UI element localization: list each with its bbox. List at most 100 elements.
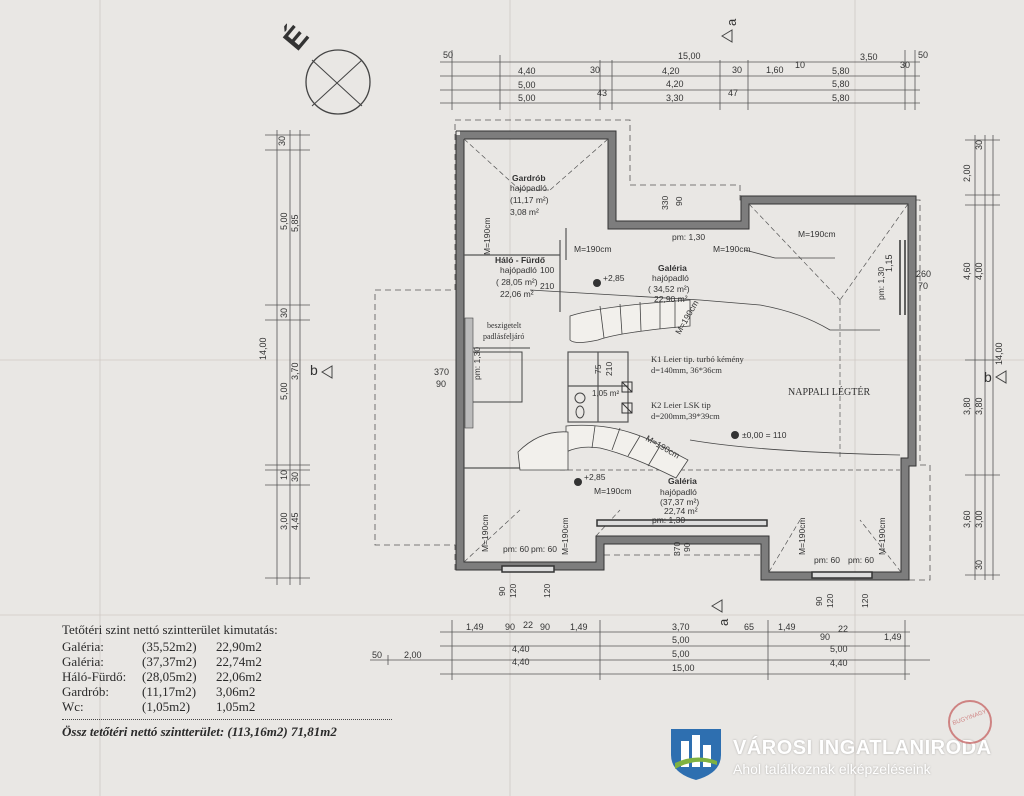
- dim-left-445: 4,45: [290, 512, 300, 530]
- dim-bot-50: 50: [372, 650, 382, 660]
- dim-bot-149c: 1,49: [778, 622, 796, 632]
- room-wc-area: 1,05 m²: [592, 389, 619, 398]
- label-d330: 330: [660, 196, 670, 210]
- shield-logo-icon: [671, 729, 721, 780]
- label-m190-2: M=190cm: [713, 244, 751, 254]
- stamp-seal: BUGYINAGY: [948, 700, 992, 744]
- dim-top-580b: 5,80: [832, 79, 850, 89]
- chimney-k1-icon: [621, 381, 633, 393]
- dim-left-300: 3,00: [279, 512, 289, 530]
- label-d120a: 120: [508, 584, 518, 598]
- compass-label: É: [277, 19, 316, 56]
- legend-divider: [62, 719, 392, 720]
- dim-left-500a: 5,00: [279, 212, 289, 230]
- dim-top-500b: 5,00: [518, 93, 536, 103]
- legend-net: 22,06m2: [216, 669, 262, 684]
- label-d370: 370: [672, 542, 682, 556]
- legend-net: 3,06m2: [216, 684, 256, 699]
- label-pm130-v: pm: 1,30: [876, 267, 886, 300]
- legend-title: Tetőtéri szint nettó szintterület kimuta…: [62, 622, 278, 637]
- label-d210b: 210: [604, 362, 614, 376]
- dim-right-30a: 30: [974, 140, 984, 150]
- label-pm130-3: pm: 1,30: [472, 347, 482, 380]
- dim-top-30b: 30: [732, 65, 742, 75]
- legend-net: 22,90m2: [216, 639, 262, 654]
- dim-left-90: 90: [436, 379, 446, 389]
- label-m190-v1: M=190cm: [482, 217, 492, 255]
- label-m190-1: M=190cm: [574, 244, 612, 254]
- dim-top-500a: 5,00: [518, 80, 536, 90]
- label-level-285a: +2,85: [603, 273, 625, 283]
- dim-top-580a: 5,80: [832, 66, 850, 76]
- dim-top-50a: 50: [443, 50, 453, 60]
- dim-bot-500a: 5,00: [672, 635, 690, 645]
- dim-bot-22a: 22: [523, 620, 533, 630]
- north-compass-icon: [305, 49, 371, 115]
- legend-net: 22,74m2: [216, 654, 262, 669]
- legend-gross: (37,37m2): [142, 654, 197, 669]
- dim-right-200: 2,00: [962, 164, 972, 182]
- dim-bot-149a: 1,49: [466, 622, 484, 632]
- agency-logo: VÁROSI INGATLANIRODA Ahol találkoznak el…: [667, 725, 1017, 785]
- chimney-k2-icon: [621, 402, 633, 414]
- legend-row: Galéria:(35,52m2)22,90m2: [62, 639, 402, 654]
- legend-row: Gardrób:(11,17m2)3,06m2: [62, 684, 402, 699]
- legend-gross: (35,52m2): [142, 639, 197, 654]
- label-level-000: ±0,00 = 110: [742, 430, 787, 440]
- dim-top-350: 3,50: [860, 52, 878, 62]
- dim-right-380b: 3,80: [974, 397, 984, 415]
- dim-top-30a: 30: [590, 65, 600, 75]
- dim-left-370b: 370: [434, 367, 449, 377]
- room-galeria1-area: ( 34,52 m²): [648, 284, 690, 294]
- room-gardrob-sub: hajópadló: [510, 183, 547, 193]
- dim-left-370: 3,70: [290, 362, 300, 380]
- dim-left-1400: 14,00: [258, 337, 268, 360]
- dim-bot-90b: 90: [540, 622, 550, 632]
- stamp-text: BUGYINAGY: [952, 709, 988, 727]
- legend-label: Gardrób:: [62, 684, 109, 699]
- dim-bot-65: 65: [744, 622, 754, 632]
- label-m190-4: M=190cm: [594, 486, 632, 496]
- dim-left-10: 10: [279, 470, 289, 480]
- room-gardrob-net: 3,08 m²: [510, 207, 539, 217]
- dim-top-10: 10: [795, 60, 805, 70]
- dim-left-30a: 30: [277, 136, 287, 146]
- room-galeria2-area: (37,37 m²): [660, 497, 699, 507]
- room-gardrob-area: (11,17 m²): [510, 195, 549, 205]
- legend-row: Wc:(1,05m2)1,05m2: [62, 699, 402, 714]
- legend-gross: (1,05m2): [142, 699, 191, 714]
- label-pm130-1: pm: 1,30: [672, 232, 705, 242]
- dim-left-30b: 30: [279, 308, 289, 318]
- label-pm60-4: pm: 60: [848, 555, 874, 565]
- dim-left-500b: 5,00: [279, 382, 289, 400]
- label-d90: 90: [674, 196, 684, 206]
- dim-top-420b: 4,20: [666, 79, 684, 89]
- label-m190-3: M=190cm: [798, 229, 836, 239]
- room-halo-area: ( 28,05 m²): [496, 277, 538, 287]
- legend-row: Háló-Fürdő:(28,05m2)22,06m2: [62, 669, 402, 684]
- label-m190-v5: M=190cm: [877, 517, 887, 555]
- legend-row: Galéria:(37,37m2)22,74m2: [62, 654, 402, 669]
- dim-bot-200: 2,00: [404, 650, 422, 660]
- room-halo-net: 22,06 m²: [500, 289, 534, 299]
- dim-right-360: 3,60: [962, 510, 972, 528]
- room-gardrob-name: Gardrób: [512, 173, 546, 183]
- room-galeria1-net: 22,90 m²: [654, 294, 688, 304]
- agency-tagline: Ahol találkoznak elképzeléseink: [733, 761, 931, 777]
- dim-bot-1500: 15,00: [672, 663, 695, 673]
- level-marker-icon: [731, 431, 739, 439]
- room-nappali: NAPPALI LÉGTÉR: [788, 386, 870, 398]
- level-marker-icon: [593, 279, 601, 287]
- dim-top-580c: 5,80: [832, 93, 850, 103]
- level-marker-icon: [574, 478, 582, 486]
- dim-right-300: 3,00: [974, 510, 984, 528]
- section-b-left: b: [310, 362, 318, 378]
- dim-top-330: 3,30: [666, 93, 684, 103]
- dim-bot-22b: 22: [838, 624, 848, 634]
- dim-bot-440a: 4,40: [512, 644, 530, 654]
- label-k2-d: d=200mm,39*39cm: [651, 411, 720, 421]
- dim-bot-440b: 4,40: [512, 657, 530, 667]
- agency-name: VÁROSI INGATLANIRODA: [733, 737, 992, 759]
- dim-bot-440c: 4,40: [830, 658, 848, 668]
- room-galeria1-name: Galéria: [658, 263, 687, 273]
